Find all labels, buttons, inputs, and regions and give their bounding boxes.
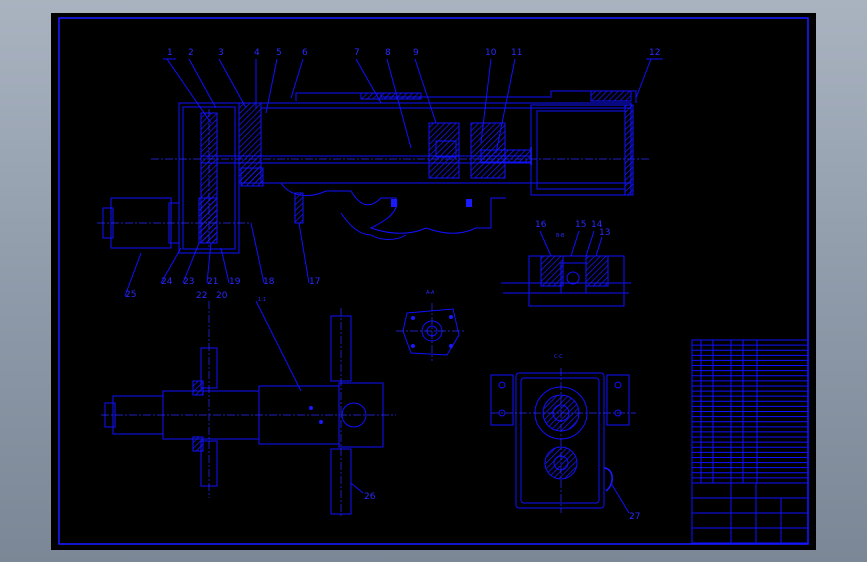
drawing-sheet: 1 2 3 4 5 6 7 8 9 10 11 12 16 15 14 13 B… bbox=[51, 13, 816, 550]
part-label-11: 11 bbox=[511, 48, 522, 58]
section-title-c-c: C-C bbox=[554, 354, 563, 360]
main-assembly-view bbox=[97, 58, 663, 297]
part-label-2: 2 bbox=[188, 48, 194, 58]
part-label-16: 16 bbox=[535, 220, 547, 230]
part-label-26: 26 bbox=[364, 492, 376, 502]
plan-view bbox=[101, 300, 396, 518]
part-label-19: 19 bbox=[229, 277, 241, 287]
part-label-22: 22 bbox=[196, 291, 207, 301]
part-label-25: 25 bbox=[125, 290, 136, 300]
part-label-6: 6 bbox=[302, 48, 308, 58]
part-label-24: 24 bbox=[161, 277, 173, 287]
part-label-20: 20 bbox=[216, 291, 228, 301]
section-c-c-view bbox=[490, 368, 636, 514]
part-label-15: 15 bbox=[575, 220, 586, 230]
part-label-4: 4 bbox=[254, 48, 260, 58]
part-label-21: 21 bbox=[207, 277, 218, 287]
drawing-border bbox=[58, 17, 809, 545]
part-label-7: 7 bbox=[354, 48, 360, 58]
part-label-18: 18 bbox=[263, 277, 275, 287]
part-label-13: 13 bbox=[599, 228, 610, 238]
part-label-1: 1 bbox=[167, 48, 173, 58]
section-a-a-view bbox=[396, 303, 466, 361]
part-label-17: 17 bbox=[309, 277, 320, 287]
part-label-14: 14 bbox=[591, 220, 603, 230]
parts-list-table bbox=[691, 339, 809, 544]
part-label-10: 10 bbox=[485, 48, 497, 58]
cad-drawing: 1 2 3 4 5 6 7 8 9 10 11 12 16 15 14 13 B… bbox=[58, 17, 809, 545]
part-label-9: 9 bbox=[413, 48, 419, 58]
section-title-a-a: A-A bbox=[426, 290, 435, 296]
part-label-23: 23 bbox=[183, 277, 194, 287]
part-label-3: 3 bbox=[218, 48, 224, 58]
part-label-8: 8 bbox=[385, 48, 391, 58]
part-label-27: 27 bbox=[629, 512, 640, 522]
part-label-5: 5 bbox=[276, 48, 282, 58]
scale-note: 1:1 bbox=[258, 297, 266, 303]
section-title-b-b: B-B bbox=[556, 233, 565, 239]
part-label-12: 12 bbox=[649, 48, 660, 58]
section-b-b-view bbox=[501, 230, 631, 307]
